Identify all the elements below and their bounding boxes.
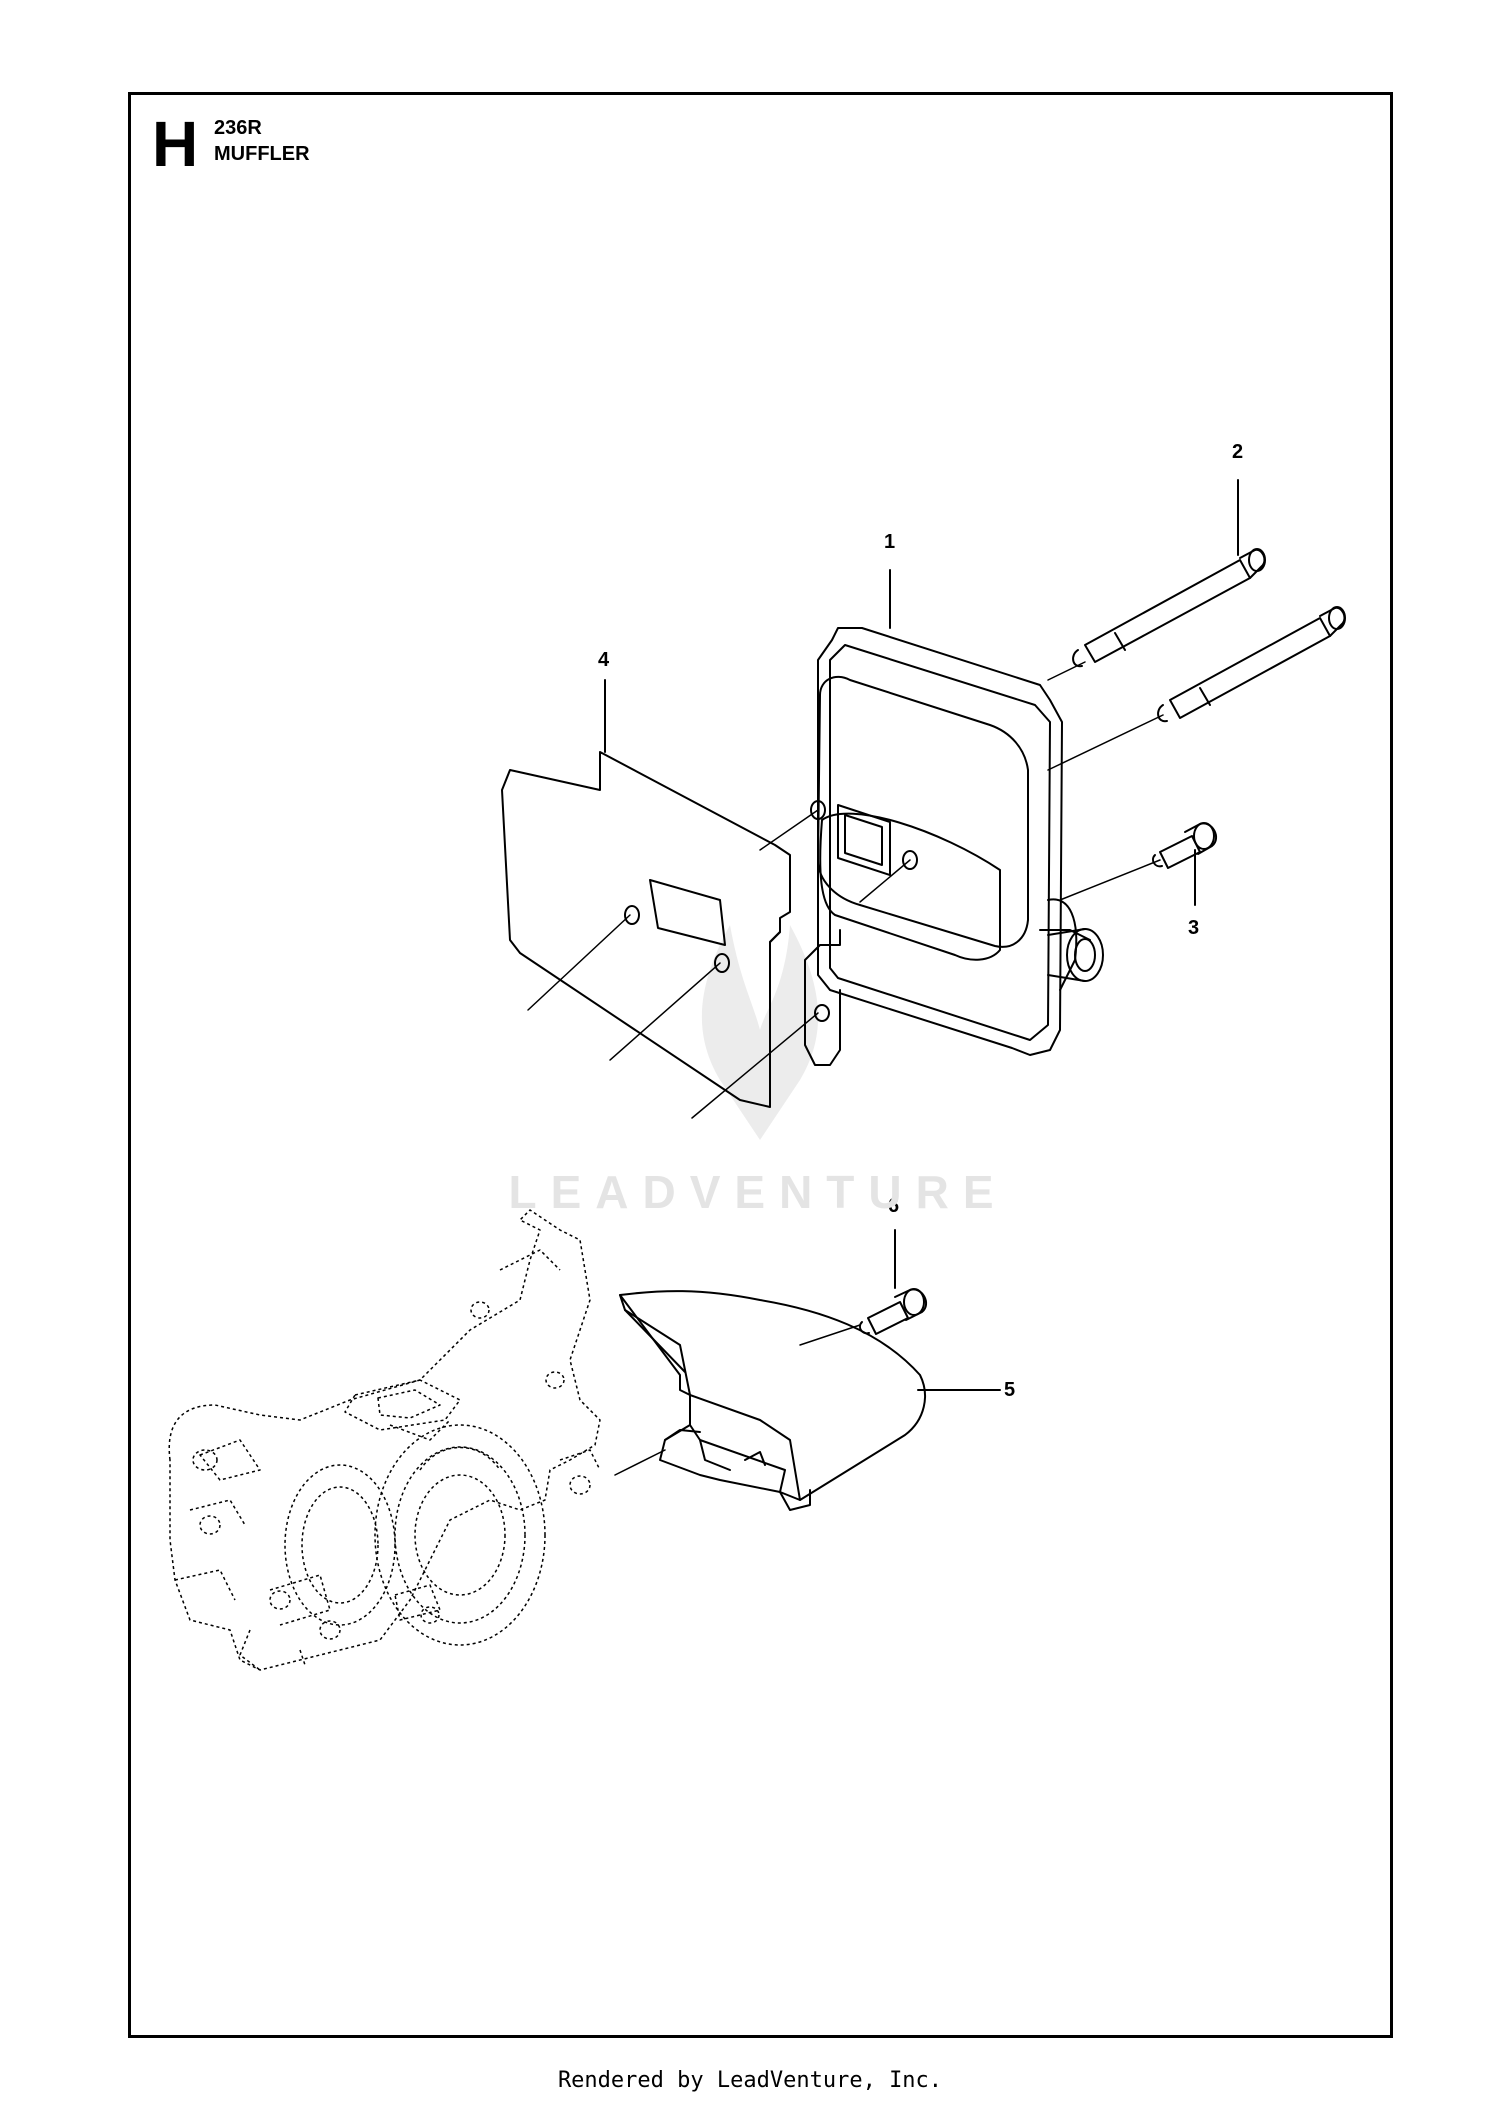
section-letter: H — [152, 108, 199, 180]
callout-3[interactable]: 3 — [1188, 917, 1200, 939]
part-4-heat-shield — [501, 751, 791, 1108]
callout-2[interactable]: 2 — [1232, 441, 1244, 463]
callout-4[interactable]: 4 — [598, 649, 610, 671]
callout-6[interactable]: 6 — [888, 1195, 900, 1217]
callout-1[interactable]: 1 — [884, 531, 896, 553]
model-number: 236R — [214, 117, 262, 139]
watermark-text: LEADVENTURE — [508, 1166, 1008, 1218]
part-6-bolt — [859, 1288, 928, 1335]
watermark-logo — [701, 925, 819, 1140]
diagram-title: MUFFLER — [214, 143, 310, 165]
part-1-muffler — [804, 627, 1104, 1066]
footer-credit: Rendered by LeadVenture, Inc. — [557, 2068, 943, 2093]
part-2-bolts — [1072, 548, 1346, 723]
diagram-frame — [128, 92, 1393, 2038]
part-3-bolt — [1152, 822, 1218, 869]
callout-5[interactable]: 5 — [1004, 1379, 1016, 1401]
crankcase-reference — [168, 1209, 601, 1671]
part-5-cover — [619, 1290, 926, 1511]
assembly-lines — [527, 661, 1164, 1476]
